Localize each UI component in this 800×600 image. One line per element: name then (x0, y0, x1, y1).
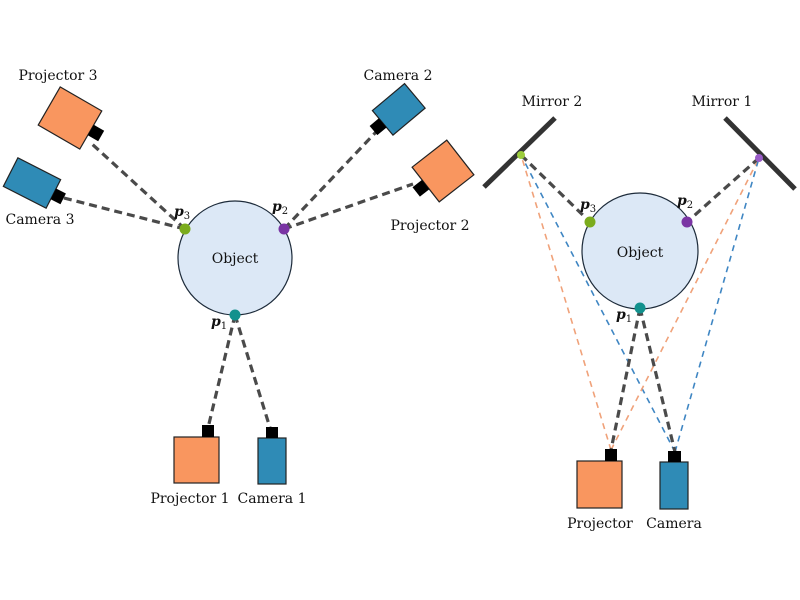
point-p3 (179, 223, 191, 235)
right-diagram: Mirror 2 Mirror 1 Object p3 p2 p1 Projec… (482, 94, 797, 532)
label-p3: p3 (174, 204, 190, 222)
camera3-label: Camera 3 (5, 212, 74, 228)
mirror1 (723, 116, 797, 191)
camera-right (659, 451, 689, 510)
projector3-label: Projector 3 (18, 68, 97, 84)
projector-right (576, 449, 623, 509)
projector1-lens (202, 425, 214, 437)
object-label-right: Object (617, 245, 664, 261)
point-p2 (278, 223, 290, 235)
ray-p1-camera1 (233, 314, 273, 432)
camera-right-lens (668, 451, 681, 462)
ray-p1-projector1 (206, 314, 237, 429)
ray-camera-mirror2 (520, 154, 676, 453)
camera-right-body (659, 461, 689, 510)
projector1-label: Projector 1 (150, 491, 229, 507)
ray-mirror1-p2 (685, 156, 761, 224)
point-p2-right (681, 216, 693, 228)
projector2 (411, 139, 475, 203)
mirror1-label: Mirror 1 (692, 94, 753, 110)
projector3 (37, 86, 105, 150)
projector-right-body (576, 460, 623, 509)
camera3-body (2, 157, 62, 209)
projector-right-lens (605, 449, 617, 461)
label-p1: p1 (211, 314, 227, 332)
ray-p2-projector2 (283, 182, 414, 231)
camera1 (257, 427, 287, 485)
camera2 (369, 82, 426, 136)
point-p3-right (584, 216, 596, 228)
ray-p2-camera2 (282, 130, 378, 231)
ray-p3-projector3 (90, 142, 187, 231)
point-p1 (229, 309, 241, 321)
projector1 (173, 425, 220, 484)
mirror1-point (755, 154, 763, 162)
ray-camera-mirror1 (674, 157, 760, 453)
mirror2-label: Mirror 2 (522, 94, 583, 110)
label-p1-right: p1 (616, 307, 632, 325)
ray-mirror2-p3 (519, 153, 592, 224)
camera-right-label: Camera (646, 516, 702, 532)
ray-projector-mirror2 (520, 154, 612, 451)
projector3-body (37, 86, 103, 150)
label-p2: p2 (272, 199, 288, 217)
label-p3-right: p3 (580, 197, 596, 215)
camera2-label: Camera 2 (363, 68, 432, 84)
projector-right-label: Projector (567, 516, 633, 532)
ray-p1-camera (638, 307, 677, 453)
projector2-lens (412, 179, 430, 197)
camera1-label: Camera 1 (237, 491, 306, 507)
ray-p3-camera3 (59, 195, 186, 231)
camera1-lens (266, 427, 278, 438)
projector2-label: Projector 2 (390, 218, 469, 234)
mirror2-point (517, 151, 525, 159)
label-p2-right: p2 (677, 193, 693, 211)
camera1-body (257, 437, 287, 485)
projector1-body (173, 436, 220, 484)
point-p1-right (634, 302, 646, 314)
camera3 (2, 157, 66, 209)
projector3-lens (87, 124, 105, 142)
camera2-lens (369, 118, 387, 136)
left-diagram: Object p3 p2 p1 Projector 3 Camera 3 Cam… (2, 68, 475, 507)
object-label: Object (212, 251, 259, 267)
ray-p1-projector (609, 307, 642, 451)
camera3-lens (50, 188, 66, 205)
